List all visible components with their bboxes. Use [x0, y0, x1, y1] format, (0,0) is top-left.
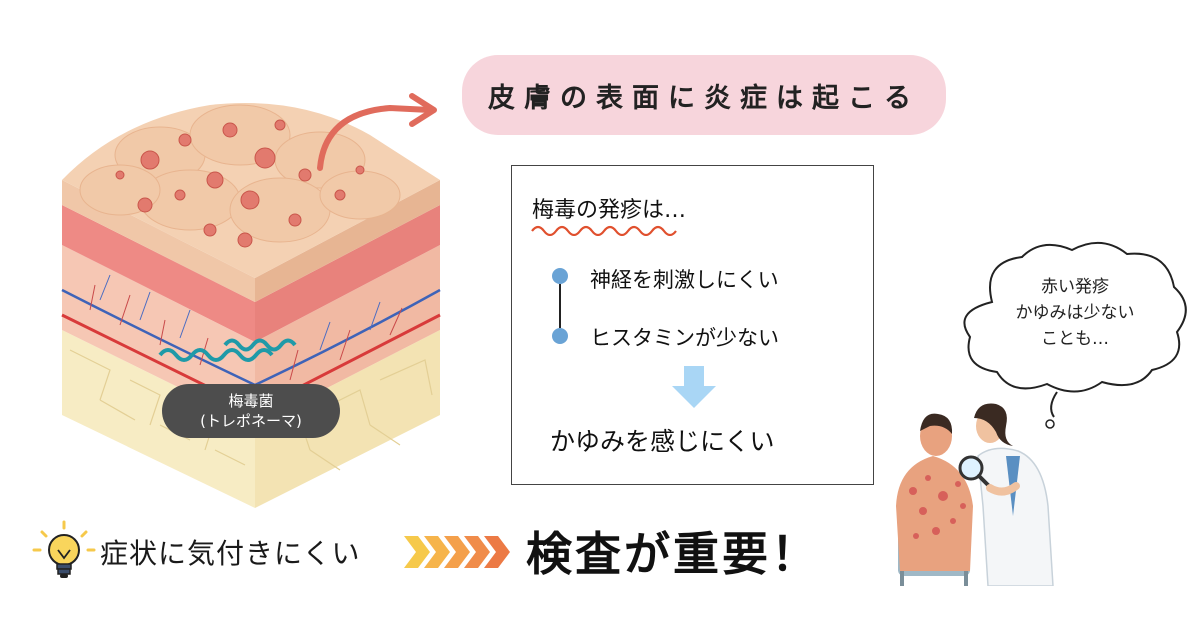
headline-pill: 皮膚の表面に炎症は起こる: [462, 55, 946, 135]
info-point: 神経を刺激しにくい: [590, 268, 779, 292]
info-point: ヒスタミンが少ない: [590, 326, 779, 350]
speech-line: ことも…: [1041, 329, 1109, 349]
bacteria-label-name: 梅毒菌: [228, 392, 274, 410]
skin-cross-section-illustration: [61, 103, 441, 508]
headline-text: 皮膚の表面に炎症は起こる: [488, 82, 920, 114]
bacteria-label-subname: (トレポネーマ): [200, 412, 302, 430]
lightbulb-icon: [32, 520, 96, 578]
speech-cloud: [963, 242, 1187, 429]
info-box-heading: 梅毒の発疹は…: [532, 198, 687, 223]
chevron-icon: [404, 536, 510, 568]
bacteria-label: 梅毒菌 (トレポネーマ): [162, 384, 340, 438]
bottom-right-text: 検査が重要！: [526, 527, 820, 581]
down-arrow-icon: [672, 366, 716, 408]
doctor-examining-patient-illustration: [896, 403, 1054, 586]
squiggle-underline: [531, 225, 677, 236]
timeline-dots: [552, 268, 568, 344]
info-box: 梅毒の発疹は… 神経を刺激しにくい ヒスタミンが少ない かゆみを感じにくい: [511, 165, 874, 485]
speech-bubble-text: 赤い発疹 かゆみは少ない ことも…: [990, 274, 1160, 352]
curved-arrow-icon: [317, 93, 437, 171]
speech-line: かゆみは少ない: [1015, 303, 1135, 323]
bottom-left-text: 症状に気付きにくい: [100, 537, 361, 570]
speech-line: 赤い発疹: [1041, 277, 1109, 297]
info-box-conclusion: かゆみを感じにくい: [550, 427, 775, 456]
